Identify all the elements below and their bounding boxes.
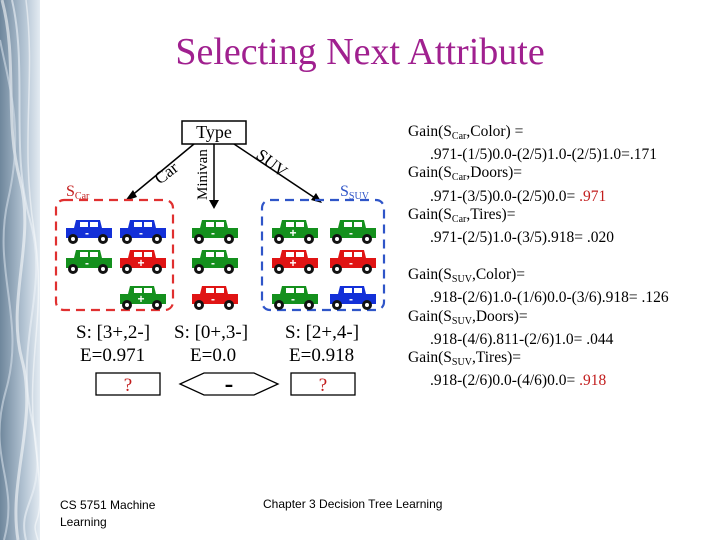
- car-group-label: SCar: [66, 183, 90, 202]
- car-class-label: -: [85, 226, 89, 240]
- car-class-label: +: [289, 226, 296, 240]
- car-icon: -: [272, 286, 318, 310]
- car-class-label: +: [137, 256, 144, 270]
- minivan-group-entropy: E=0.0: [190, 345, 236, 367]
- gain-formulas: Gain(SCar,Color) = .971-(1/5)0.0-(2/5)1.…: [408, 123, 708, 390]
- car-class-label: -: [139, 226, 143, 240]
- minivan-leaf-label: -: [225, 369, 234, 398]
- gain-car-tires-calc: .971-(2/5)1.0-(3/5).918= .020: [408, 229, 708, 247]
- car-icon: -: [330, 220, 376, 244]
- car-icon: -: [192, 220, 238, 244]
- gain-car-doors-calc: .971-(3/5)0.0-(2/5)0.0= .971: [408, 188, 708, 206]
- car-class-label: -: [349, 226, 353, 240]
- minivan-group-counts: S: [0+,3-]: [174, 322, 248, 344]
- car-class-label: -: [85, 256, 89, 270]
- gain-car-doors: Gain(SCar,Doors)=: [408, 164, 708, 187]
- car-class-label: -: [349, 256, 353, 270]
- root-node-label: Type: [196, 122, 232, 142]
- car-icon: +: [272, 250, 318, 274]
- gain-car-doors-best: .971: [579, 188, 606, 205]
- car-icon: -: [66, 250, 112, 274]
- gain-suv-doors-calc: .918-(4/6).811-(2/6)1.0= .044: [408, 331, 708, 349]
- car-class-label: -: [211, 292, 215, 306]
- car-class-label: -: [349, 292, 353, 306]
- car-icon: +: [272, 220, 318, 244]
- car-icon: +: [120, 250, 166, 274]
- footer-course: CS 5751 Machine Learning: [60, 497, 200, 531]
- gain-suv-doors: Gain(SSUV,Doors)=: [408, 308, 708, 331]
- gain-car-color: Gain(SCar,Color) =: [408, 123, 708, 146]
- car-class-label: -: [291, 292, 295, 306]
- gain-suv-tires-calc: .918-(2/6)0.0-(4/6)0.0= .918: [408, 372, 708, 390]
- car-class-label: +: [137, 292, 144, 306]
- suv-group-entropy: E=0.918: [289, 345, 354, 367]
- car-icon: +: [120, 286, 166, 310]
- gain-suv-color: Gain(SSUV,Color)=: [408, 266, 708, 289]
- suv-group-counts: S: [2+,4-]: [285, 322, 359, 344]
- car-icon: -: [330, 250, 376, 274]
- car-icon: -: [330, 286, 376, 310]
- gain-suv-tires: Gain(SSUV,Tires)=: [408, 349, 708, 372]
- gain-car-tires: Gain(SCar,Tires)=: [408, 206, 708, 229]
- car-group-entropy: E=0.971: [80, 345, 145, 367]
- car-icon: -: [120, 220, 166, 244]
- car-icon: -: [66, 220, 112, 244]
- car-class-label: +: [289, 256, 296, 270]
- car-leaf-label: ?: [124, 375, 132, 396]
- car-icon: -: [192, 286, 238, 310]
- branch-suv-label: SUV: [253, 145, 292, 181]
- footer-chapter: Chapter 3 Decision Tree Learning: [263, 497, 442, 511]
- cars-layer: - - - + + - - - + - + - - -: [66, 220, 376, 310]
- branch-minivan-label: Minivan: [195, 149, 211, 200]
- branch-car-label: Car: [151, 158, 182, 188]
- car-class-label: -: [211, 256, 215, 270]
- gain-suv-color-calc: .918-(2/6)1.0-(1/6)0.0-(3/6).918= .126: [408, 289, 708, 307]
- car-class-label: -: [211, 226, 215, 240]
- suv-group-label: SSUV: [340, 183, 370, 202]
- gain-car-color-calc: .971-(1/5)0.0-(2/5)1.0-(2/5)1.0=.171: [408, 146, 708, 164]
- suv-leaf-label: ?: [319, 375, 327, 396]
- gain-suv-tires-best: .918: [579, 372, 606, 389]
- car-icon: -: [192, 250, 238, 274]
- car-group-counts: S: [3+,2-]: [76, 322, 150, 344]
